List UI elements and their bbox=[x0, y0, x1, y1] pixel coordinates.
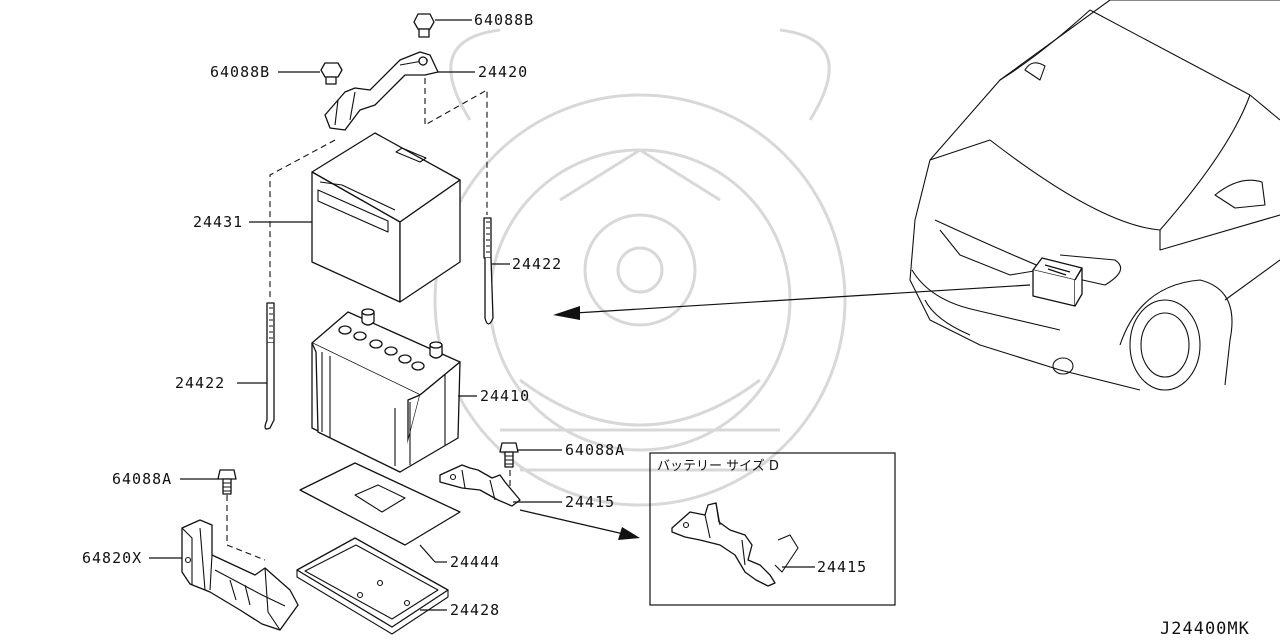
vehicle-front-view bbox=[909, 0, 1280, 391]
part-battery-tray bbox=[296, 537, 449, 635]
part-nut-top bbox=[413, 13, 435, 38]
label-nut-left: 64088B bbox=[210, 63, 270, 81]
part-battery-cover bbox=[311, 132, 461, 303]
inset-title: バッテリー サイズ D bbox=[657, 458, 779, 474]
part-nut-left bbox=[320, 62, 343, 85]
label-rod-right: 24422 bbox=[512, 255, 562, 273]
part-battery bbox=[311, 308, 461, 473]
part-hold-frame bbox=[324, 51, 439, 131]
inset-box bbox=[649, 452, 896, 606]
inset-arrow bbox=[519, 509, 640, 540]
label-bolt-left: 64088A bbox=[112, 470, 172, 488]
label-bracket: 24415 bbox=[565, 493, 615, 511]
label-battery-pad: 24444 bbox=[450, 553, 500, 571]
label-hold-frame: 24420 bbox=[478, 63, 528, 81]
label-rod-left: 24422 bbox=[175, 374, 225, 392]
label-battery-cover: 24431 bbox=[193, 213, 243, 231]
label-battery: 24410 bbox=[480, 387, 530, 405]
part-bolt-left bbox=[217, 469, 237, 495]
label-nut-top: 64088B bbox=[474, 11, 534, 29]
label-bracket-inset: 24415 bbox=[817, 558, 867, 576]
part-battery-pad bbox=[299, 462, 461, 546]
leader-lines bbox=[149, 19, 562, 611]
part-rod-right bbox=[483, 217, 494, 325]
watermark-emblem bbox=[433, 28, 847, 507]
label-battery-tray: 24428 bbox=[450, 601, 500, 619]
part-bolt-mid bbox=[499, 442, 519, 468]
location-arrow bbox=[553, 284, 1031, 320]
label-bolt-mid: 64088A bbox=[565, 441, 625, 459]
label-battery-support: 64820X bbox=[82, 549, 142, 567]
part-battery-support bbox=[181, 519, 299, 631]
diagram-code: J24400MK bbox=[1160, 619, 1250, 639]
part-bracket-inset bbox=[671, 502, 815, 587]
part-rod-left bbox=[264, 302, 275, 430]
part-bracket bbox=[439, 464, 521, 507]
